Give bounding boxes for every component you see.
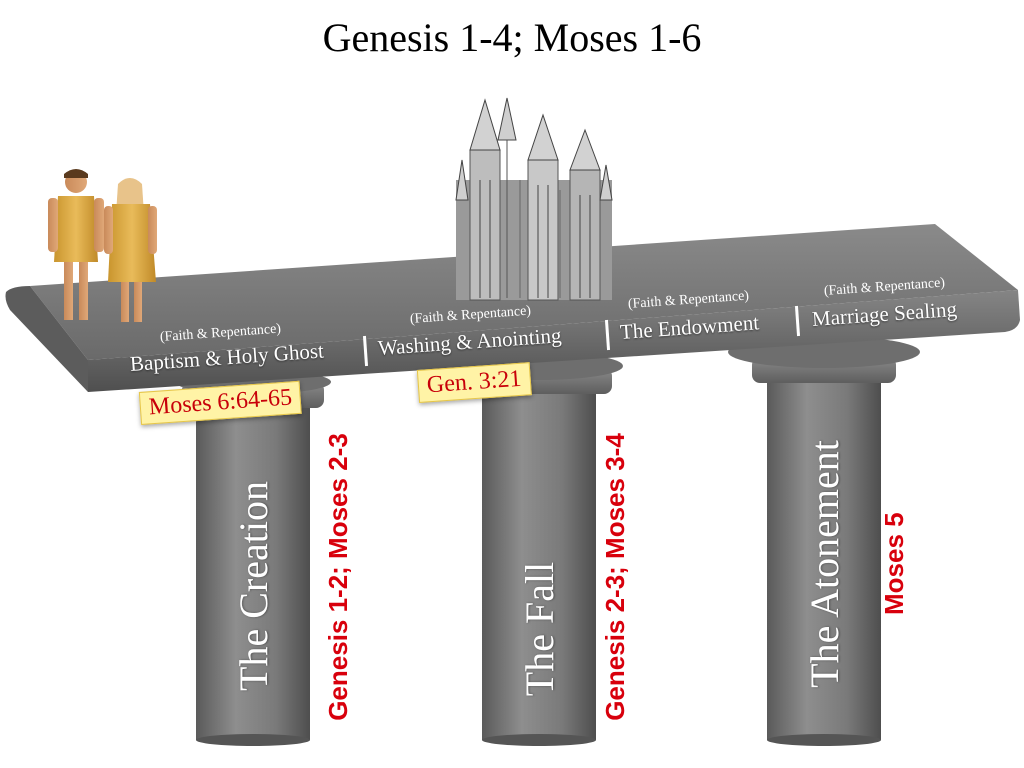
- pillar-label-fall: The Fall: [517, 561, 562, 697]
- reference-atonement: Moses 5: [879, 512, 909, 615]
- temple-illustration: [455, 97, 613, 301]
- page-title: Genesis 1-4; Moses 1-6: [322, 15, 702, 60]
- pillar-label-atonement: The Atonement: [802, 440, 847, 688]
- reference-fall: Genesis 2-3; Moses 3-4: [600, 433, 630, 721]
- adam-and-eve-illustration: [48, 169, 157, 322]
- reference-creation: Genesis 1-2; Moses 2-3: [323, 433, 353, 721]
- pillar-label-creation: The Creation: [231, 481, 276, 691]
